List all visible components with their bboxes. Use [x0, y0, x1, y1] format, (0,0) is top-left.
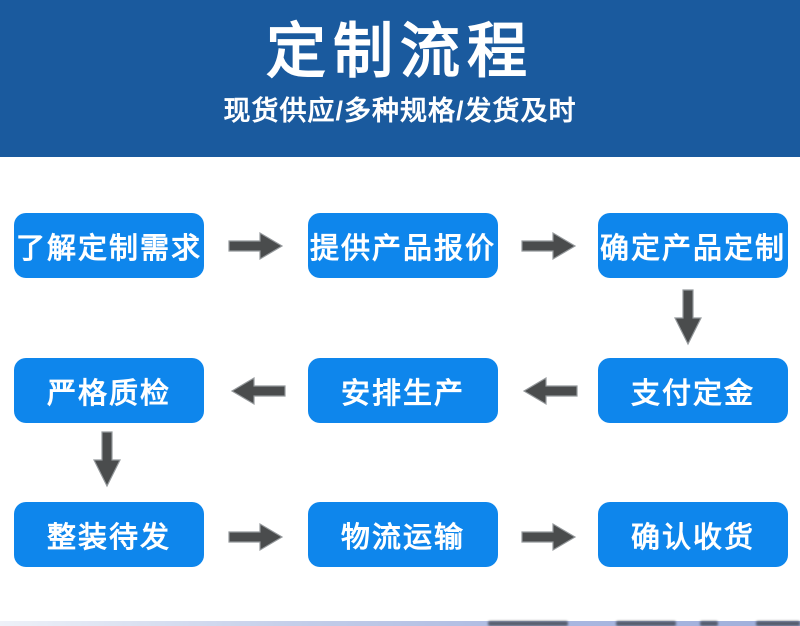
- flow-step-label: 了解定制需求: [15, 232, 202, 265]
- flow-step-arrange-production: 安排生产: [308, 358, 498, 423]
- arrow-right-icon: [228, 522, 284, 552]
- flow-step-label: 物流运输: [340, 521, 465, 554]
- arrow-down-icon: [674, 289, 702, 346]
- cropped-text-smudge: [756, 621, 800, 626]
- flow-step-label: 安排生产: [340, 377, 465, 410]
- flow-step-confirm-receipt: 确认收货: [598, 502, 788, 567]
- flow-step-label: 严格质检: [46, 377, 171, 410]
- arrow-right-icon: [521, 231, 577, 261]
- header-banner: 定制流程 现货供应/多种规格/发货及时: [0, 0, 800, 157]
- flow-step-label: 确认收货: [630, 521, 755, 554]
- header-subtitle: 现货供应/多种规格/发货及时: [223, 96, 577, 126]
- flow-step-understand-needs: 了解定制需求: [14, 213, 204, 278]
- flow-step-provide-quote: 提供产品报价: [308, 213, 498, 278]
- cropped-text-smudge: [616, 621, 676, 626]
- cropped-text-smudge: [700, 621, 718, 626]
- flow-step-label: 确定产品定制: [599, 232, 786, 265]
- flow-step-label: 提供产品报价: [309, 232, 496, 265]
- arrow-down-icon: [93, 431, 121, 488]
- flow-step-label: 整装待发: [46, 521, 171, 554]
- cropped-next-section-band: [0, 621, 800, 626]
- flow-step-pay-deposit: 支付定金: [598, 358, 788, 423]
- arrow-left-icon: [522, 376, 578, 406]
- flow-step-confirm-customization: 确定产品定制: [598, 213, 788, 278]
- page-title: 定制流程: [266, 18, 534, 85]
- flow-step-strict-quality-check: 严格质检: [14, 358, 204, 423]
- arrow-right-icon: [521, 522, 577, 552]
- flow-step-label: 支付定金: [630, 377, 755, 410]
- flow-step-ready-to-ship: 整装待发: [14, 502, 204, 567]
- cropped-text-smudge: [488, 621, 568, 626]
- arrow-right-icon: [228, 231, 284, 261]
- arrow-left-icon: [230, 376, 286, 406]
- flow-step-logistics-transport: 物流运输: [308, 502, 498, 567]
